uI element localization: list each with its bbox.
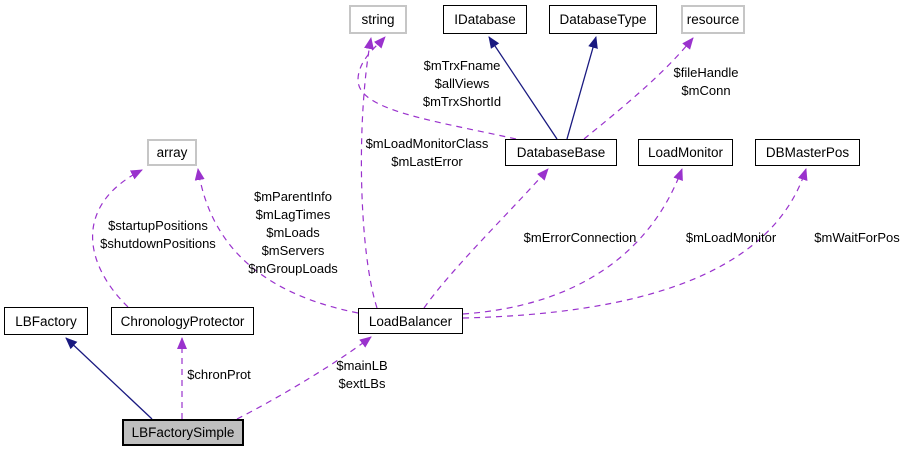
edge-databasebase-string	[357, 36, 517, 140]
edge-label-databasebase-string: $mTrxFname $allViews $mTrxShortId	[422, 58, 502, 109]
edge-loadbalancer-databasebase	[423, 168, 549, 309]
node-lbfactorysimple: LBFactorySimple	[122, 419, 244, 446]
edge-label-chronologyprotector-array: $startupPositions $shutdownPositions	[100, 218, 216, 251]
edge-label-loadbalancer-string: $mLoadMonitorClass $mLastError	[365, 136, 489, 169]
edge-lbfactorysimple-loadbalancer	[236, 336, 372, 420]
edge-label-loadbalancer-dbmasterpos: $mWaitForPos	[814, 230, 900, 245]
edge-label-loadbalancer-loadmonitor: $mLoadMonitor	[685, 230, 777, 245]
node-idatabase[interactable]: IDatabase	[443, 5, 527, 34]
edge-label-databasebase-resource: $fileHandle $mConn	[673, 65, 739, 98]
edge-lbfactorysimple-lbfactory	[65, 337, 153, 420]
edge-databasebase-idatabase	[488, 36, 558, 140]
node-resource: resource	[681, 5, 745, 34]
node-dbmasterpos[interactable]: DBMasterPos	[755, 139, 860, 166]
node-chronologyprotector[interactable]: ChronologyProtector	[111, 307, 254, 335]
node-loadbalancer[interactable]: LoadBalancer	[358, 308, 463, 334]
node-databasebase[interactable]: DatabaseBase	[505, 139, 617, 166]
edge-databasebase-resource	[583, 37, 694, 140]
edge-loadbalancer-dbmasterpos	[462, 168, 808, 319]
node-array: array	[147, 139, 197, 166]
edge-loadbalancer-array	[194, 168, 359, 314]
edge-databasebase-databasetype	[566, 36, 598, 140]
node-loadmonitor[interactable]: LoadMonitor	[638, 139, 733, 166]
edge-label-lbfactorysimple-loadbalancer: $mainLB $extLBs	[336, 358, 388, 391]
node-lbfactory[interactable]: LBFactory	[4, 307, 88, 335]
edge-loadbalancer-loadmonitor	[462, 168, 683, 315]
edge-loadbalancer-string	[360, 37, 378, 309]
edge-label-loadbalancer-databasebase: $mErrorConnection	[523, 230, 637, 245]
edge-label-loadbalancer-array: $mParentInfo $mLagTimes $mLoads $mServer…	[248, 189, 338, 276]
edge-label-lbfactorysimple-chronologyprotector: $chronProt	[187, 367, 251, 382]
node-string: string	[349, 5, 407, 34]
edge-chronologyprotector-array	[92, 169, 143, 308]
node-databasetype[interactable]: DatabaseType	[549, 5, 657, 34]
